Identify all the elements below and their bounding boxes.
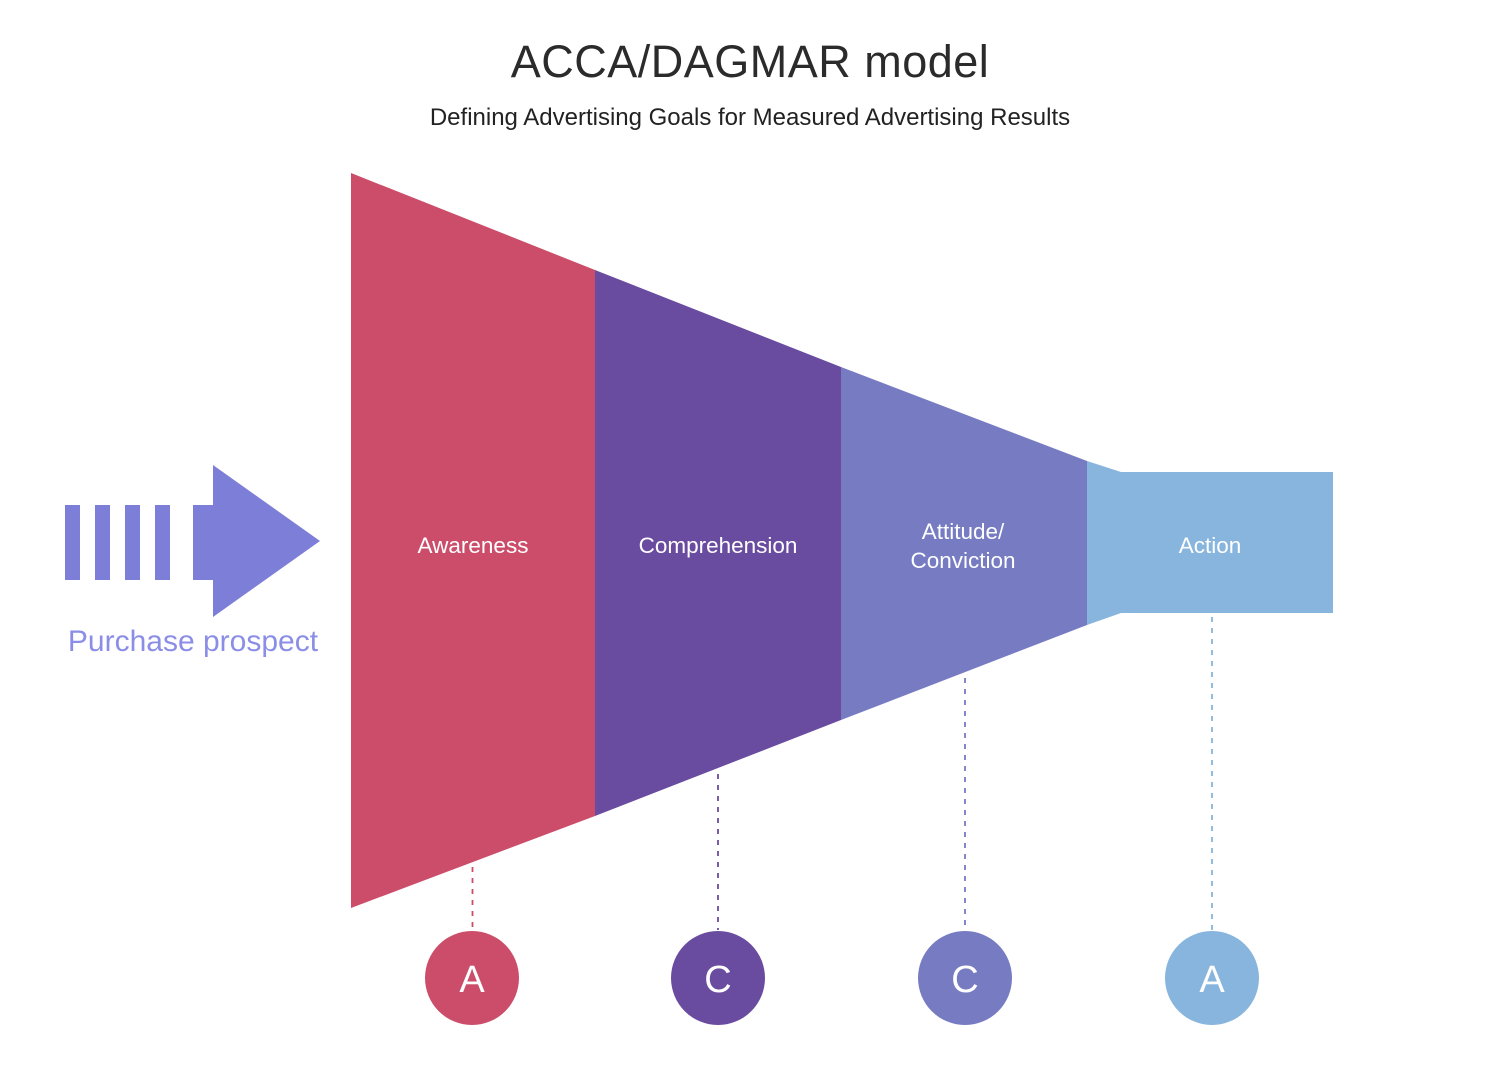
arrow-stripe <box>65 505 80 580</box>
stage-comprehension-shape <box>595 270 841 816</box>
arrow-stripe <box>155 505 170 580</box>
diagram-subtitle: Defining Advertising Goals for Measured … <box>429 104 1071 131</box>
stage-action-label: Action <box>1179 533 1242 558</box>
stage-attitude-conviction-label-line2: Conviction <box>910 548 1015 573</box>
arrow-head <box>193 465 320 617</box>
stage-awareness-shape <box>351 173 595 908</box>
stage-attitude-conviction-badge <box>918 931 1012 1025</box>
purchase-prospect-arrow-icon <box>65 465 320 617</box>
purchase-prospect-label: Purchase prospect <box>68 625 319 658</box>
diagram-title: ACCA/DAGMAR model <box>510 36 990 87</box>
stage-attitude-conviction-label-line1: Attitude/ <box>922 519 1005 544</box>
stage-comprehension-badge <box>671 931 765 1025</box>
arrow-stripe <box>95 505 110 580</box>
stage-awareness-label: Awareness <box>418 533 529 558</box>
stage-awareness-letter: A <box>459 959 485 1001</box>
arrow-stripe <box>125 505 140 580</box>
stage-comprehension-letter: C <box>704 959 731 1001</box>
stage-action-badge <box>1165 931 1259 1025</box>
stage-awareness-badge <box>425 931 519 1025</box>
stage-action-shape <box>1087 461 1333 625</box>
stage-attitude-conviction-letter: C <box>951 959 978 1001</box>
stage-attitude-conviction-shape <box>841 367 1087 720</box>
stage-comprehension-label: Comprehension <box>639 533 798 558</box>
stage-action-letter: A <box>1199 959 1225 1001</box>
